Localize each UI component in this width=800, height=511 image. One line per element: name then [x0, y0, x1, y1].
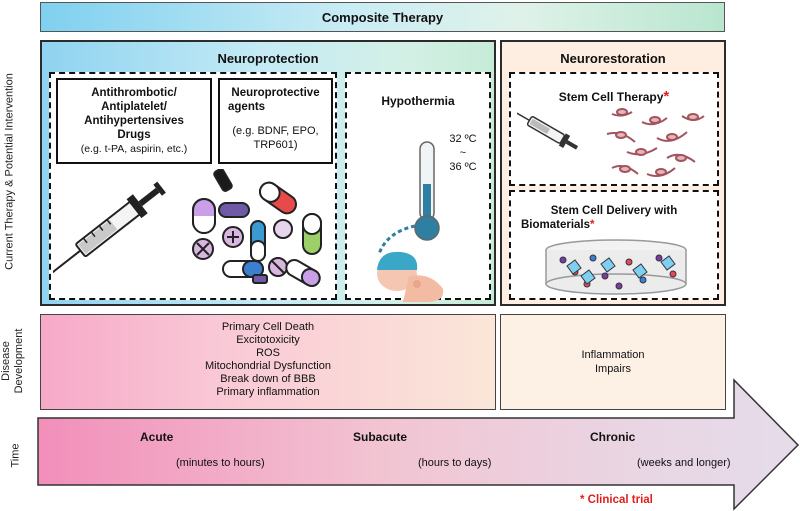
stem-cell-delivery-box: Stem Cell Delivery with Biomaterials*	[509, 190, 719, 300]
hypothermia-title: Hypothermia	[381, 94, 455, 108]
chronic-impairs-label: Impairs	[594, 363, 632, 375]
disease-item: Primary Cell Death	[221, 321, 315, 333]
syringe-icon	[53, 181, 166, 275]
disease-item: Mitochondrial Dysfunction	[205, 360, 331, 372]
temp-high-label: 32 ºC	[449, 133, 477, 145]
acute-disease-box: Primary Cell Death Excitotoxicity ROS Mi…	[40, 314, 496, 410]
neuroprotection-title: Neuroprotection	[217, 51, 319, 66]
infant-icon	[377, 251, 444, 302]
delivery-line2: Biomaterials	[521, 219, 591, 231]
disease-axis-label-line1: Disease	[0, 341, 12, 381]
stem-cell-illustration	[517, 108, 705, 177]
stem-cells-icon	[606, 108, 705, 177]
biomaterial-dish-illustration	[545, 239, 687, 295]
time-arrow	[37, 378, 800, 511]
pills-icon	[192, 169, 322, 287]
drugs-line2: Antiplatelet/	[101, 101, 167, 113]
neurorestoration-panel: Neurorestoration Stem Cell Therapy*	[500, 40, 726, 306]
drugs-examples: (e.g. t-PA, aspirin, etc.)	[80, 143, 188, 155]
time-chronic-label: Chronic	[590, 430, 636, 444]
delivery-line1: Stem Cell Delivery with	[550, 205, 678, 217]
composite-therapy-title: Composite Therapy	[321, 9, 444, 25]
disease-axis-label-line2: Development	[13, 328, 25, 394]
time-axis-label: Time	[9, 443, 22, 468]
time-acute-label: Acute	[140, 430, 174, 444]
neuroprotective-agents-box: Neuroprotective agents (e.g. BDNF, EPO, …	[218, 78, 333, 164]
drugs-line4: Drugs	[117, 129, 151, 141]
delivery-clinical-trial-star: *	[590, 219, 595, 231]
time-subacute-range: (hours to days)	[418, 457, 492, 469]
temp-tilde: ~	[459, 147, 467, 159]
stem-cell-therapy-box: Stem Cell Therapy*	[509, 72, 719, 186]
neurorestoration-title: Neurorestoration	[560, 51, 666, 66]
time-chronic-range: (weeks and longer)	[637, 457, 731, 469]
disease-item: Primary inflammation	[216, 386, 320, 398]
chronic-inflammation-label: Inflammation	[581, 349, 645, 361]
clinical-trial-footnote: * Clinical trial	[580, 494, 653, 506]
agents-line2: agents	[228, 101, 266, 113]
disease-item: Excitotoxicity	[236, 334, 300, 346]
thermometer-icon	[414, 141, 440, 241]
agents-examples-line2: TRP601)	[253, 139, 298, 151]
drugs-line1: Antithrombotic/	[91, 87, 177, 99]
drug-therapy-group: Antithrombotic/ Antiplatelet/ Antihypert…	[49, 72, 337, 300]
cooling-line	[377, 224, 416, 255]
temp-low-label: 36 ºC	[449, 161, 477, 173]
time-acute-range: (minutes to hours)	[176, 457, 265, 469]
agents-examples-line1: (e.g. BDNF, EPO,	[232, 125, 319, 137]
time-subacute-label: Subacute	[353, 430, 408, 444]
agents-line1: Neuroprotective	[231, 87, 320, 99]
hypothermia-box: Hypothermia 32 ºC ~ 36 ºC	[345, 72, 491, 302]
hypothermia-illustration	[377, 141, 444, 302]
neuroprotection-panel: Neuroprotection Antithrombotic/ Antiplat…	[40, 40, 496, 306]
injection-syringe-icon	[517, 109, 579, 150]
disease-axis-label: Disease Development	[0, 326, 26, 396]
disease-item: ROS	[256, 347, 280, 359]
antithrombotic-drugs-box: Antithrombotic/ Antiplatelet/ Antihypert…	[56, 78, 212, 164]
disease-item: Break down of BBB	[220, 373, 316, 385]
intervention-axis-label: Current Therapy & Potential Intervention	[3, 73, 16, 270]
cell-particles	[559, 254, 677, 290]
stem-cell-therapy-label: Stem Cell Therapy	[558, 90, 664, 104]
syringe-and-pills-illustration	[53, 169, 322, 287]
chronic-disease-box: Inflammation Impairs	[500, 314, 726, 410]
clinical-trial-star: *	[663, 88, 670, 105]
composite-therapy-banner: Composite Therapy	[40, 2, 725, 32]
drugs-line3: Antihypertensives	[84, 115, 184, 127]
